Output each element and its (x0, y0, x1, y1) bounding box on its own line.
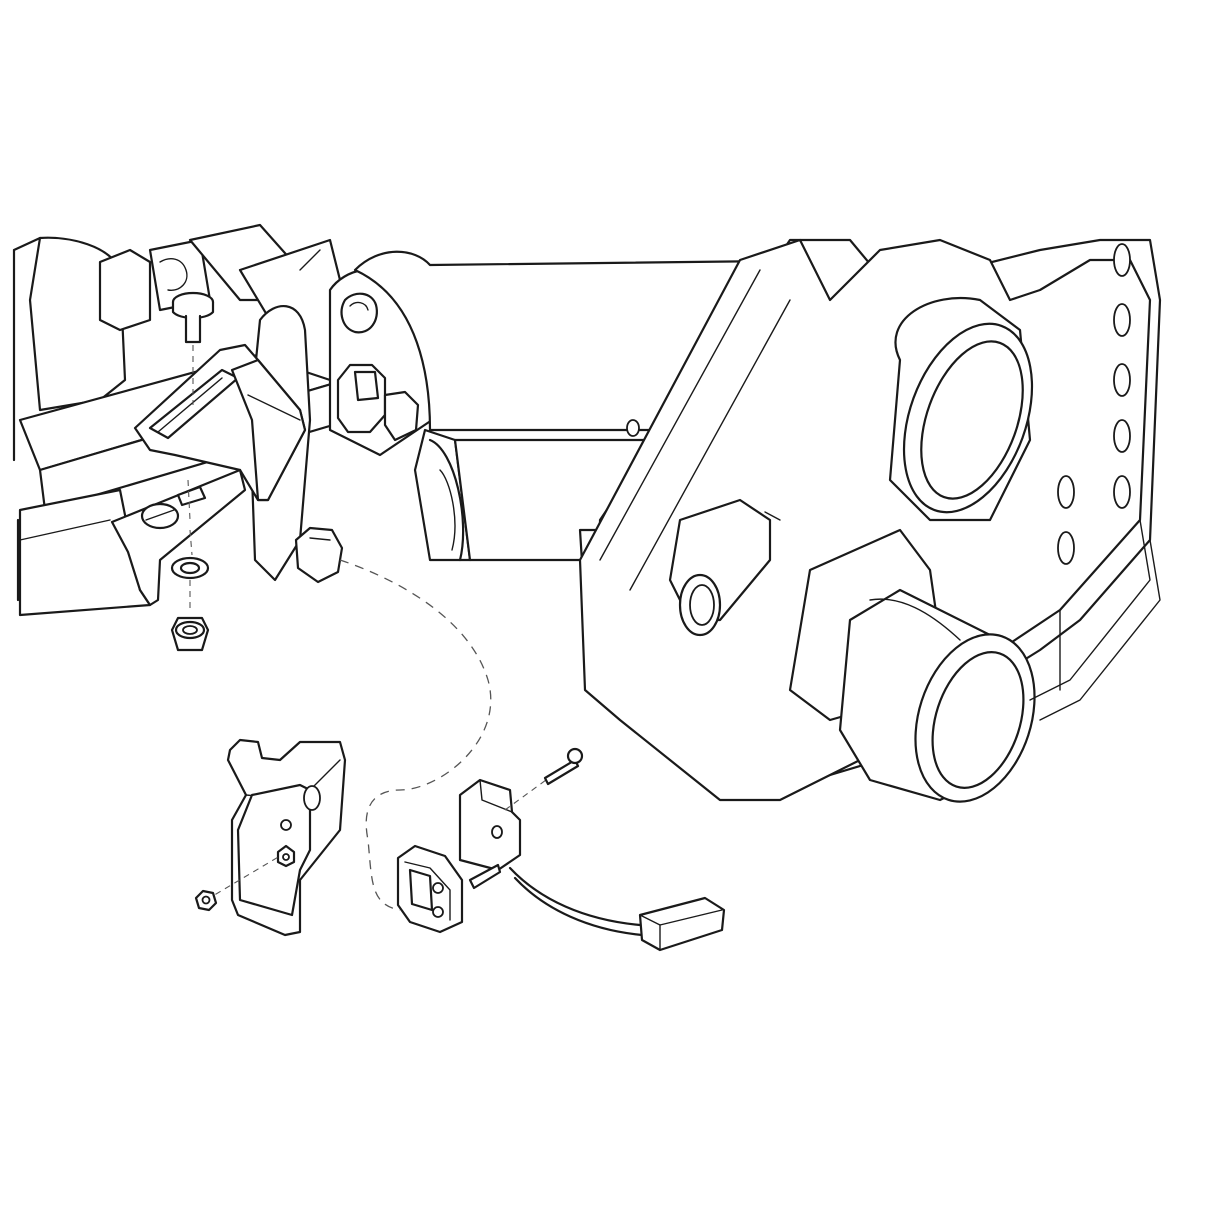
lower-cone-tube (788, 528, 1036, 803)
switch-body (396, 844, 464, 934)
upper-tube (888, 297, 1034, 522)
latch-bracket (194, 738, 347, 937)
slotted-bracket (133, 343, 307, 502)
adjustment-holes (1057, 243, 1131, 565)
pivot-pin (668, 498, 781, 637)
carriage-bolt-top (171, 291, 215, 405)
switch-bracket (458, 778, 547, 890)
leader-line (339, 559, 492, 911)
washer-and-nut-left (170, 556, 210, 652)
lower-plate (110, 468, 247, 607)
switch-wire-and-connector (508, 866, 726, 952)
switch-screw (543, 747, 584, 786)
plate-edge-layers (1029, 519, 1161, 721)
